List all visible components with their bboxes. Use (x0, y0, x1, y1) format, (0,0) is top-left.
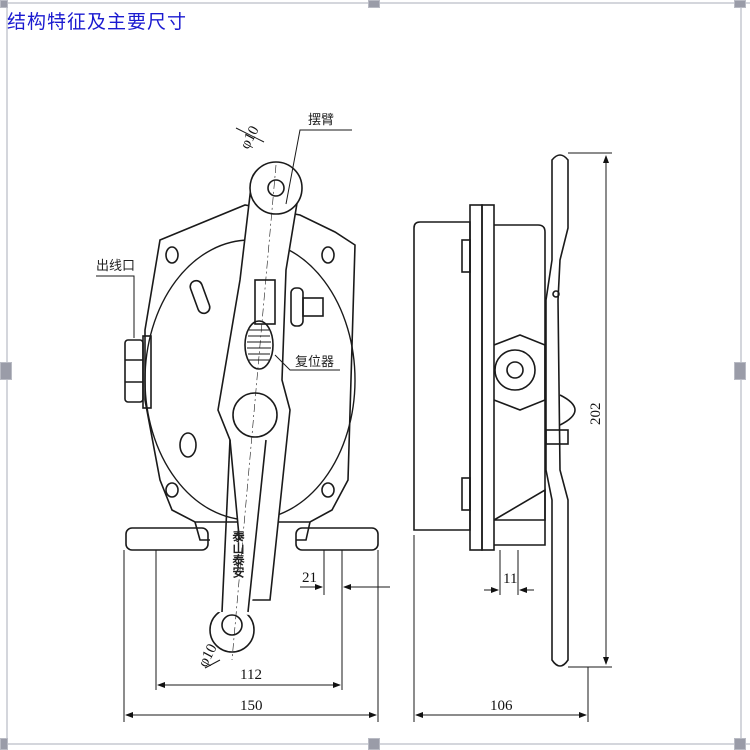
dim-foot-slot: 21 (302, 570, 317, 586)
dim-overall-height: 202 (588, 403, 604, 426)
arm-logo-text: 泰山泰安 (231, 529, 245, 579)
dim-slot-width: 11 (503, 571, 517, 587)
side-view-dimensions (413, 152, 612, 722)
label-reset-device: 复位器 (295, 355, 334, 370)
resize-handle-middle-right[interactable] (734, 362, 746, 380)
dim-overall-width: 150 (240, 698, 263, 714)
dim-top-hole: φ10 (237, 123, 262, 151)
label-swing-arm: 摆臂 (308, 113, 334, 128)
resize-handle-top-center[interactable] (368, 0, 380, 8)
resize-handle-middle-left[interactable] (0, 362, 12, 380)
label-cable-outlet: 出线口 (96, 259, 135, 274)
resize-handle-top-left[interactable] (0, 0, 8, 8)
resize-handle-top-right[interactable] (734, 0, 746, 8)
front-view (96, 129, 379, 661)
dim-overall-depth: 106 (490, 698, 513, 714)
dim-mount-spacing: 112 (240, 667, 262, 683)
front-view-dimensions (123, 127, 390, 722)
drawing-title: 结构特征及主要尺寸 (7, 11, 188, 33)
side-view (413, 154, 576, 667)
